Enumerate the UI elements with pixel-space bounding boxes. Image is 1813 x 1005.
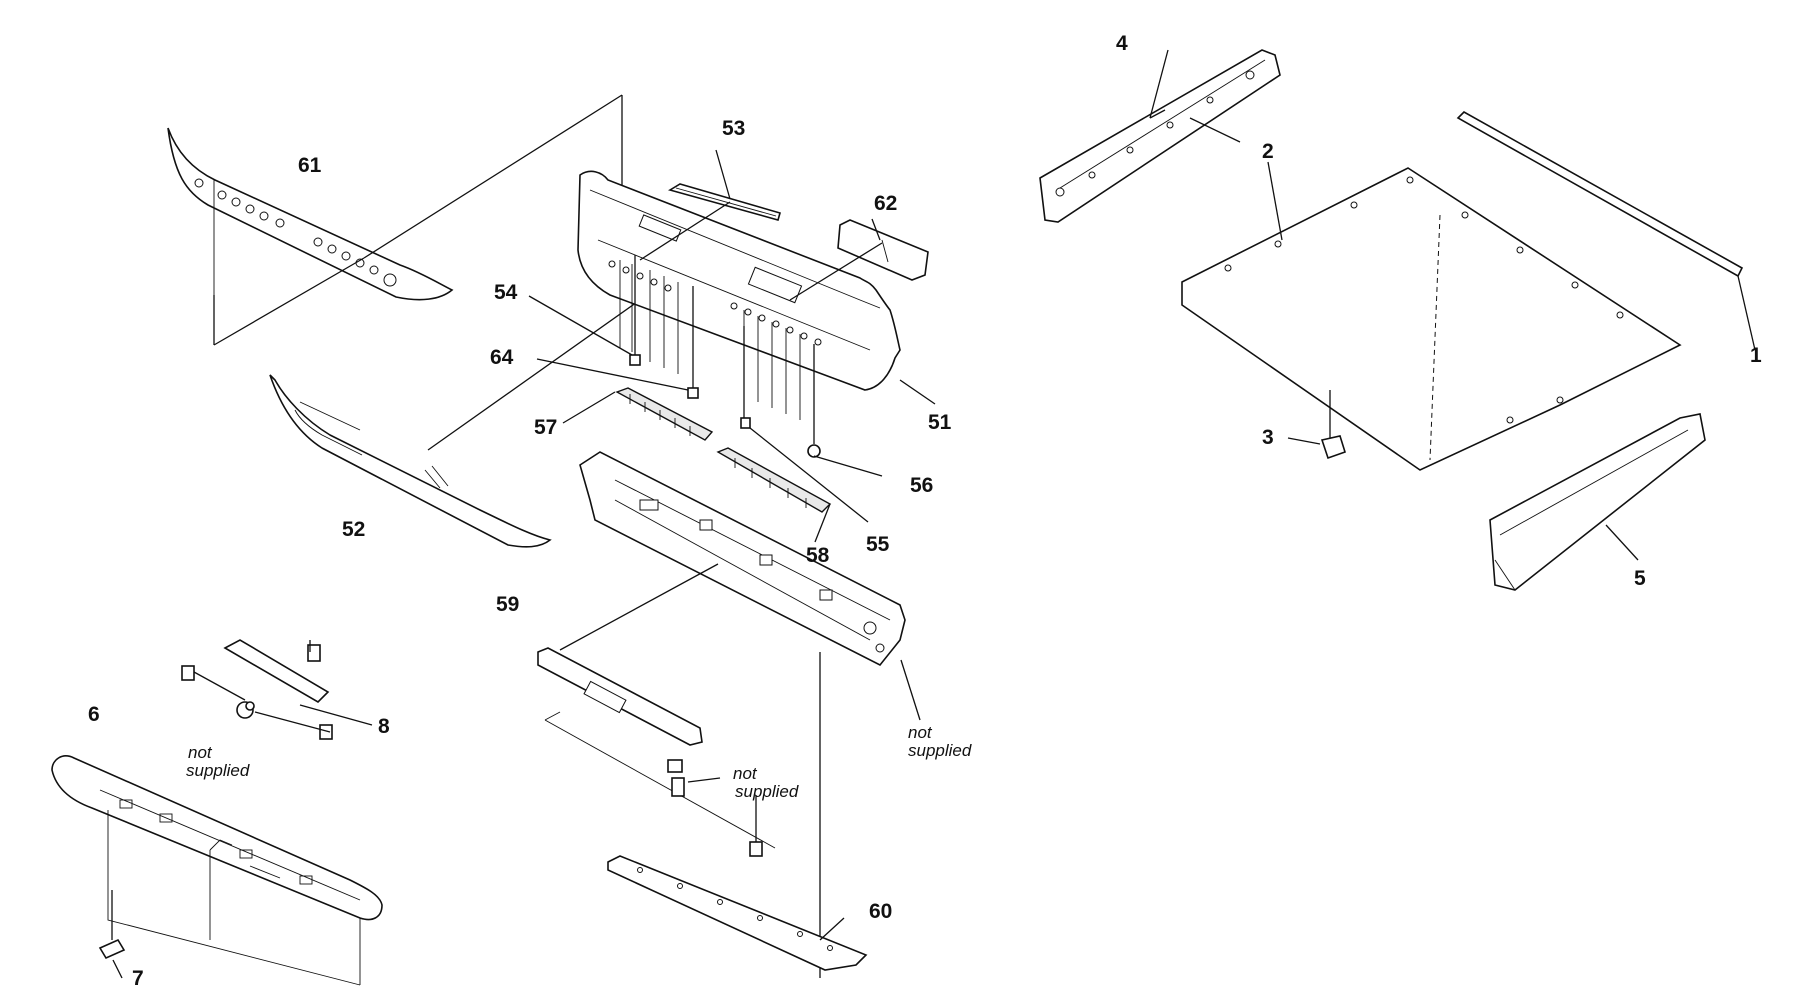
callout-54: 54 <box>494 281 518 304</box>
callout-2: 2 <box>1262 140 1274 163</box>
callout-52: 52 <box>342 518 365 541</box>
part-62-bracket <box>789 219 929 301</box>
note-supplied-middle: supplied <box>735 782 799 801</box>
callout-61: 61 <box>298 154 322 177</box>
part-5-side-rail <box>1489 413 1706 591</box>
callout-8: 8 <box>378 715 390 738</box>
part-3-clip <box>1287 435 1346 460</box>
callout-56: 56 <box>910 474 933 497</box>
note-not-left: not <box>188 743 213 762</box>
note-supplied-right: supplied <box>908 741 972 760</box>
callout-6: 6 <box>88 703 100 726</box>
callout-57: 57 <box>534 416 557 439</box>
callout-53: 53 <box>722 117 745 140</box>
callout-5: 5 <box>1634 567 1646 590</box>
part-2-top-plate <box>1181 161 1682 471</box>
not-supplied-note-left: not supplied <box>186 743 250 780</box>
part-60-bottom-board <box>607 795 868 971</box>
callout-58: 58 <box>806 544 830 567</box>
leader-lines <box>528 49 1169 941</box>
callout-51: 51 <box>928 411 952 434</box>
callout-labels: 1 2 3 4 5 6 7 8 51 52 53 54 55 56 57 58 … <box>88 32 1762 990</box>
callout-4: 4 <box>1116 32 1128 55</box>
callout-62: 62 <box>874 192 897 215</box>
note-not-right: not <box>908 723 933 742</box>
part-52-lower-trim <box>269 299 641 548</box>
not-supplied-note-middle: not supplied <box>733 764 799 801</box>
callout-60: 60 <box>869 900 892 923</box>
note-supplied-left: supplied <box>186 761 250 780</box>
chassis-frame <box>559 451 921 978</box>
callout-55: 55 <box>866 533 890 556</box>
part-8-switch-assembly <box>181 639 373 740</box>
part-7-pad <box>98 890 126 979</box>
callout-59: 59 <box>496 593 519 616</box>
callout-7: 7 <box>132 967 144 990</box>
part-4-rear-bracket <box>1039 49 1281 223</box>
part-57-switch-board <box>615 387 714 441</box>
part-1-rear-rail <box>1456 111 1756 351</box>
knob-parts <box>629 255 821 458</box>
callout-64: 64 <box>490 346 514 369</box>
callout-1: 1 <box>1750 344 1762 367</box>
part-61-front-trim <box>167 94 623 346</box>
callout-3: 3 <box>1262 426 1274 449</box>
part-51-front-panel <box>577 170 901 420</box>
part-6-bottom-housing <box>51 755 383 986</box>
part-59-board <box>537 647 776 849</box>
not-supplied-note-right: not supplied <box>908 723 972 760</box>
note-not-middle: not <box>733 764 758 783</box>
part-53-strip <box>639 149 781 261</box>
